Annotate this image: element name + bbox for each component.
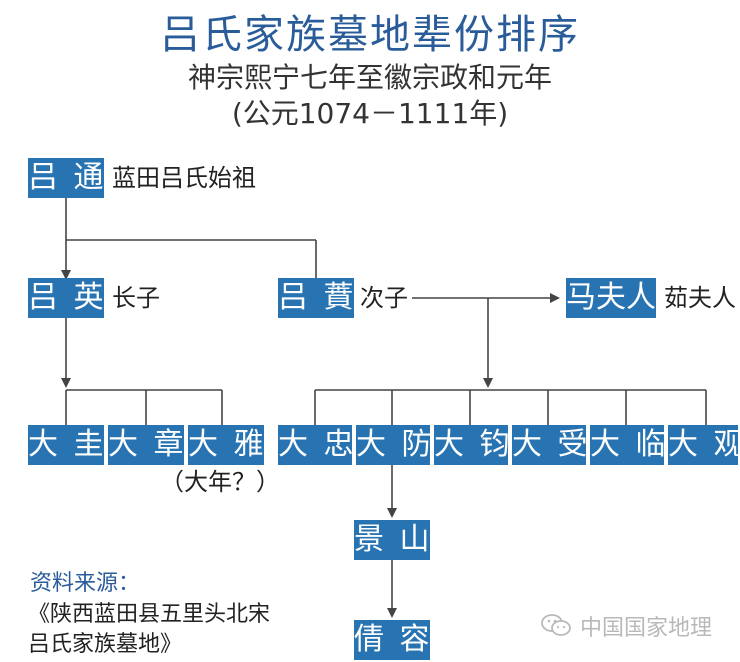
note-lu-ying: 长子 bbox=[112, 284, 160, 312]
node-jing-shan: 景 山 bbox=[354, 520, 430, 560]
node-lu-fen: 吕 蕡 bbox=[278, 278, 354, 318]
wechat-icon bbox=[541, 614, 571, 636]
watermark: 中国国家地理 bbox=[540, 610, 712, 642]
node-ma-furen: 马夫人 bbox=[566, 278, 656, 318]
note-da-ya: （大年？） bbox=[160, 468, 280, 496]
node-da-zhong: 大 忠 bbox=[278, 425, 354, 465]
node-da-fang: 大 防 bbox=[356, 425, 432, 465]
source-line-2: 吕氏家族墓地》 bbox=[28, 632, 183, 657]
watermark-text: 中国国家地理 bbox=[580, 616, 713, 641]
note-lu-tong: 蓝田吕氏始祖 bbox=[112, 164, 256, 192]
node-da-guan: 大 观 bbox=[668, 425, 740, 465]
diagram-years: (公元1074－1111年) bbox=[231, 97, 509, 130]
node-lu-ying: 吕 英 bbox=[28, 278, 104, 318]
node-da-jun: 大 钧 bbox=[434, 425, 510, 465]
source-line-1: 《陕西蓝田县五里头北宋 bbox=[28, 602, 271, 627]
node-da-lin: 大 临 bbox=[590, 425, 666, 465]
source-label: 资料来源： bbox=[30, 571, 141, 596]
node-da-ya: 大 雅 bbox=[188, 425, 264, 465]
node-da-zhang: 大 章 bbox=[108, 425, 184, 465]
node-da-gui: 大 圭 bbox=[28, 425, 104, 465]
diagram-title: 吕氏家族墓地辈份排序 bbox=[160, 12, 580, 58]
diagram-subtitle: 神宗熙宁七年至徽宗政和元年 bbox=[187, 61, 552, 94]
node-qian-rong: 倩 容 bbox=[354, 620, 430, 660]
node-lu-tong: 吕 通 bbox=[28, 158, 104, 198]
note-ma-furen: 茹夫人 bbox=[664, 284, 736, 312]
node-da-shou: 大 受 bbox=[512, 425, 588, 465]
note-lu-fen: 次子 bbox=[360, 284, 408, 312]
